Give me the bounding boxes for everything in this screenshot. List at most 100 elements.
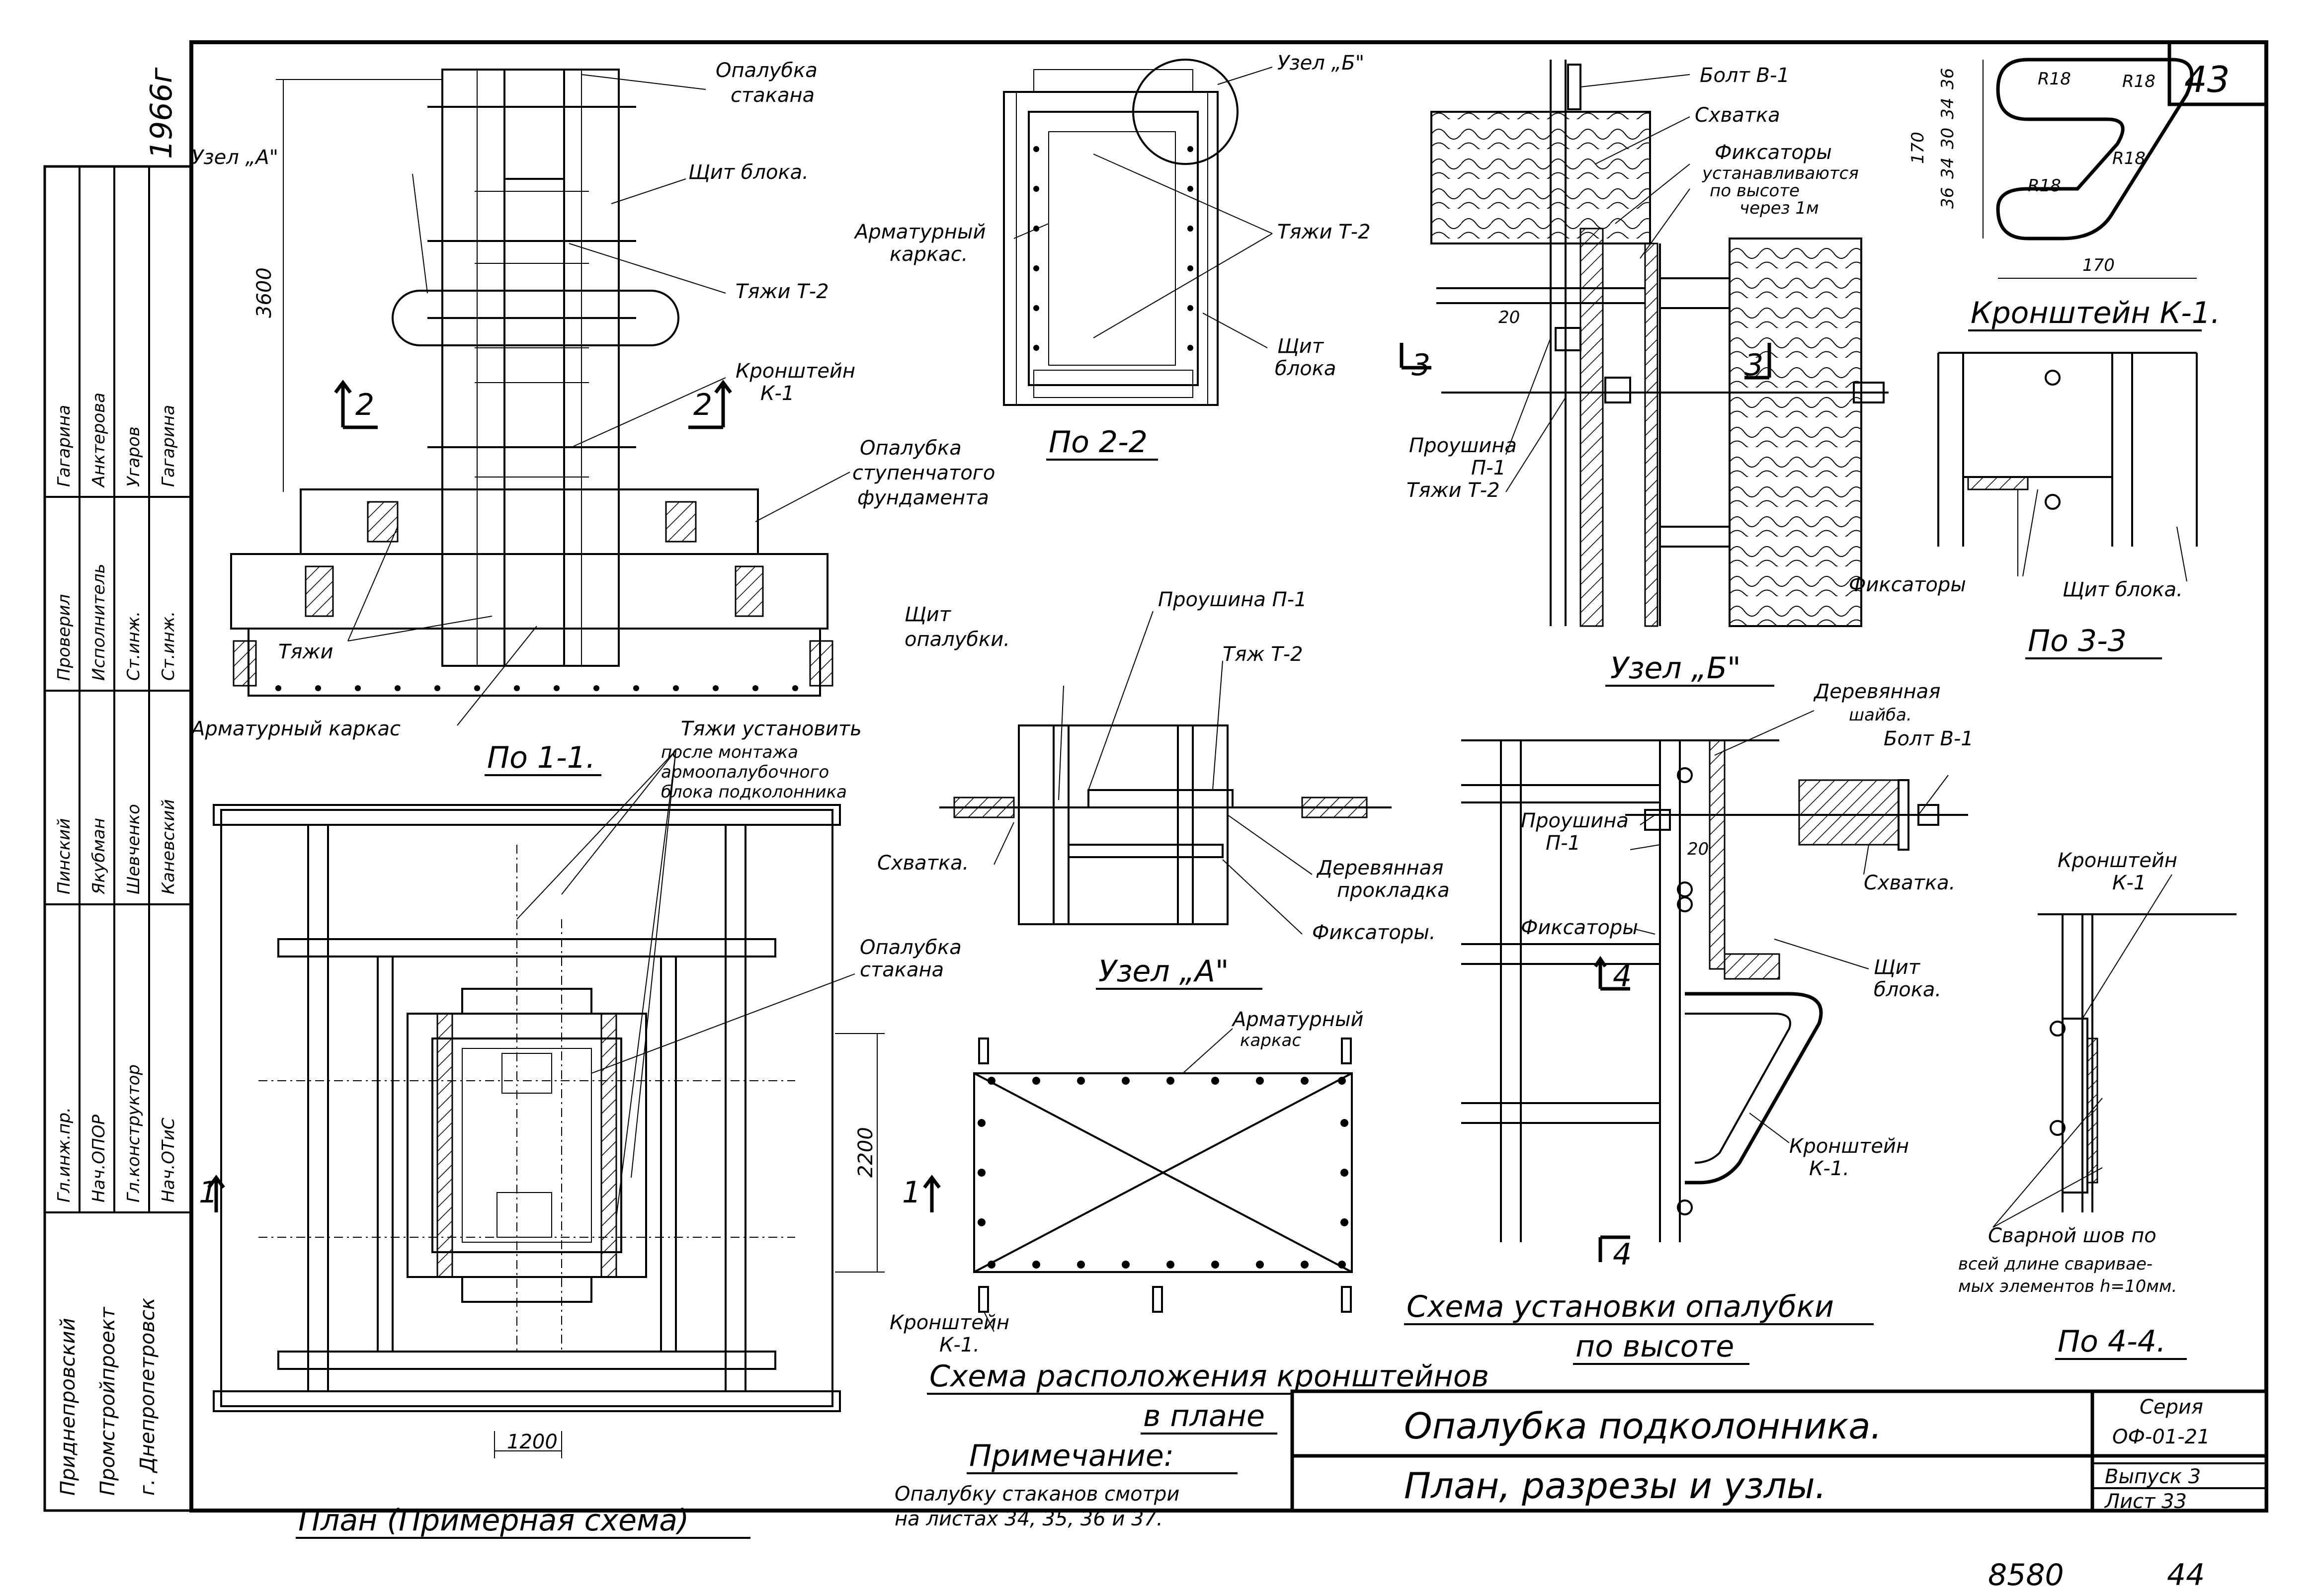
issue-number: Выпуск 3 — [2105, 1465, 2201, 1488]
sheet-number-box: 43 — [2167, 42, 2266, 106]
section-4-4: Кронштейн К-1 Сварной шов по всей длине … — [1958, 849, 2236, 1360]
label-kronshtein-k1c-1: Кронштейн — [1789, 1135, 1909, 1158]
label-svarnoi-shov-1: Сварной шов по — [1988, 1224, 2156, 1247]
title-po-3-3: По 3-3 — [2028, 624, 2127, 658]
side-stamp: Приднепровский Промстройпроект г. Днепро… — [43, 67, 193, 1512]
dim-k1-34a: 34 — [1938, 158, 1958, 179]
section-1-1: 3600 2 2 Опалубка стакана Узел „А" Щит б… — [190, 59, 995, 776]
dim-k1-34b: 34 — [1938, 98, 1958, 119]
stamp-name-a2: Якубман — [89, 818, 109, 895]
dim-k1-r2: R18 — [2122, 72, 2155, 91]
label-tyazhi-ustanovit-1: Тяжи установить — [681, 718, 862, 740]
label-tyazhi-t2b: Тяжи Т-2 — [1277, 221, 1371, 243]
label-fiksatory-note-4: через 1м — [1739, 198, 1819, 218]
footer-right-number: 44 — [2167, 1558, 2205, 1593]
series-value: ОФ-01-21 — [2112, 1426, 2210, 1448]
label-kronshtein-1: Кронштейн — [736, 360, 855, 383]
label-kronshtein-k1d-2: К-1 — [2112, 872, 2146, 894]
label-opalubka-stakana-1: Опалубка — [716, 59, 818, 82]
label-opalubka-fund-1: Опалубка — [860, 437, 962, 460]
sheet-list-number: Лист 33 — [2104, 1490, 2187, 1513]
label-tyazhi-t2: Тяжи Т-2 — [736, 280, 829, 303]
note-title: Примечание: — [969, 1438, 1174, 1473]
title-uzel-a: Узел „А" — [1098, 954, 1229, 989]
stamp-org-1: Приднепровский — [57, 1318, 80, 1496]
label-kronshtein-k1b-2: К-1. — [939, 1334, 980, 1357]
label-opalubka-fund-2: ступенчатого — [852, 462, 995, 484]
stamp-role-3: Гл.конструктор — [124, 1064, 144, 1202]
label-tyazhi: Тяжи — [278, 640, 333, 663]
title-main-1: Опалубка подколонника. — [1404, 1405, 1882, 1447]
label-fiksatory-note-2: устанавливаются — [1702, 163, 1859, 183]
label-proushina-p1b: Проушина П-1 — [1158, 588, 1307, 611]
title-plan: План (Примерная схема) — [298, 1503, 689, 1538]
label-fiksatory: Фиксаторы — [1849, 573, 1966, 596]
label-shchit-opalubki-2: опалубки. — [905, 628, 1010, 651]
stamp-org-2: Промстройпроект — [96, 1306, 119, 1496]
dim-k1-r3: R18 — [2028, 176, 2061, 196]
dim-k1-36a: 36 — [1938, 187, 1958, 209]
dim-k1-r1: R18 — [2038, 69, 2071, 89]
dim-2200: 2200 — [854, 1127, 877, 1178]
label-svarnoi-shov-2: всей длине сваривае- — [1958, 1254, 2153, 1274]
cut-marker-3-right: 3 — [1744, 348, 1763, 383]
cut-marker-1-right: 1 — [902, 1175, 921, 1210]
cut-marker-4-top: 4 — [1613, 959, 1632, 994]
cut-marker-1-left: 1 — [199, 1175, 218, 1210]
label-tyazhi-t2c: Тяжи Т-2 — [1407, 479, 1500, 502]
label-kronshtein-k1b-1: Кронштейн — [890, 1311, 1009, 1334]
dim-20b: 20 — [1687, 839, 1709, 859]
label-tyazhi-ustanovit-4: блока подколонника — [661, 782, 847, 802]
stamp-year: 1966г — [144, 67, 179, 159]
label-shchit-bloka2-1: Щит — [1277, 335, 1325, 358]
label-bolt-v1b: Болт В-1 — [1884, 727, 1974, 750]
stamp-name-a3: Шевченко — [124, 804, 144, 894]
note-block: Примечание: Опалубку стаканов смотри на … — [895, 1438, 1238, 1530]
node-a: Щит опалубки. Проушина П-1 Тяж Т-2 Схват… — [877, 588, 1450, 990]
label-opalubka-stakana2-2: стакана — [860, 958, 944, 981]
label-fiksatory-note-1: Фиксаторы — [1715, 141, 1832, 164]
label-derev-prokladka-1: Деревянная — [1316, 857, 1443, 879]
title-skhema-kronsht-1: Схема расположения кронштейнов — [929, 1359, 1489, 1394]
label-fiksatory-note-3: по высоте — [1710, 181, 1800, 201]
label-armaturny-karkas3-2: каркас — [1240, 1031, 1301, 1050]
label-opalubka-fund-3: фундамента — [857, 486, 989, 509]
bracket-k1: 36 34 30 34 36 170 170 R18 R18 R18 R18 К… — [1908, 58, 2220, 331]
stamp-position-3: Ст.инж. — [124, 611, 144, 681]
stamp-name-b3: Угаров — [124, 426, 144, 487]
label-skhvatka3: Схватка. — [1864, 872, 1955, 894]
cut-marker-4-bottom: 4 — [1613, 1237, 1632, 1272]
section-3-3: Фиксаторы Щит блока. По 3-3 — [1849, 352, 2198, 659]
dim-k1-170-vert: 170 — [1908, 132, 1928, 164]
title-uzel-b: Узел „Б" — [1610, 651, 1741, 686]
label-shchit-opalubki-1: Щит — [905, 603, 952, 626]
label-skhvatka: Схватка — [1695, 104, 1780, 127]
stamp-role-1: Гл.инж.пр. — [54, 1107, 74, 1202]
label-derev-shaiba-2: шайба. — [1849, 705, 1912, 725]
label-shchit-bloka2-2: блока — [1275, 357, 1336, 380]
dim-1200: 1200 — [507, 1431, 558, 1453]
label-armaturny-karkas3-1: Арматурный — [1231, 1008, 1364, 1031]
label-fiksatory3: Фиксаторы — [1521, 916, 1638, 939]
stamp-name-b1: Гагарина — [54, 405, 74, 487]
title-skhema-ustanovki-2: по высоте — [1575, 1329, 1734, 1364]
label-kronshtein-2: К-1 — [760, 382, 794, 405]
dim-k1-36b: 36 — [1938, 68, 1958, 89]
series-label: Серия — [2140, 1396, 2203, 1419]
stamp-position-2: Исполнитель — [89, 563, 109, 681]
sheet-border — [189, 40, 2268, 1513]
label-opalubka-stakana-2: стакана — [731, 84, 815, 107]
label-shchit-bloka4-2: блока. — [1874, 978, 1941, 1001]
label-armaturny-karkas2-1: Арматурный — [853, 221, 986, 243]
label-opalubka-stakana2-1: Опалубка — [860, 936, 962, 959]
dim-k1-30: 30 — [1938, 128, 1958, 149]
label-tyazh-t2: Тяж Т-2 — [1223, 643, 1303, 666]
dim-3600: 3600 — [253, 267, 276, 318]
label-proushina-p1c-1: Проушина — [1521, 809, 1629, 832]
label-kronshtein-k1d-1: Кронштейн — [2058, 849, 2177, 872]
stamp-org-3: г. Днепропетровск — [136, 1298, 159, 1496]
label-svarnoi-shov-3: мых элементов h=10мм. — [1958, 1277, 2177, 1296]
dim-k1-170-horiz: 170 — [2082, 255, 2115, 275]
label-bolt-v1: Болт В-1 — [1700, 64, 1790, 87]
label-uzel-b-ref: Узел „Б" — [1277, 52, 1364, 75]
